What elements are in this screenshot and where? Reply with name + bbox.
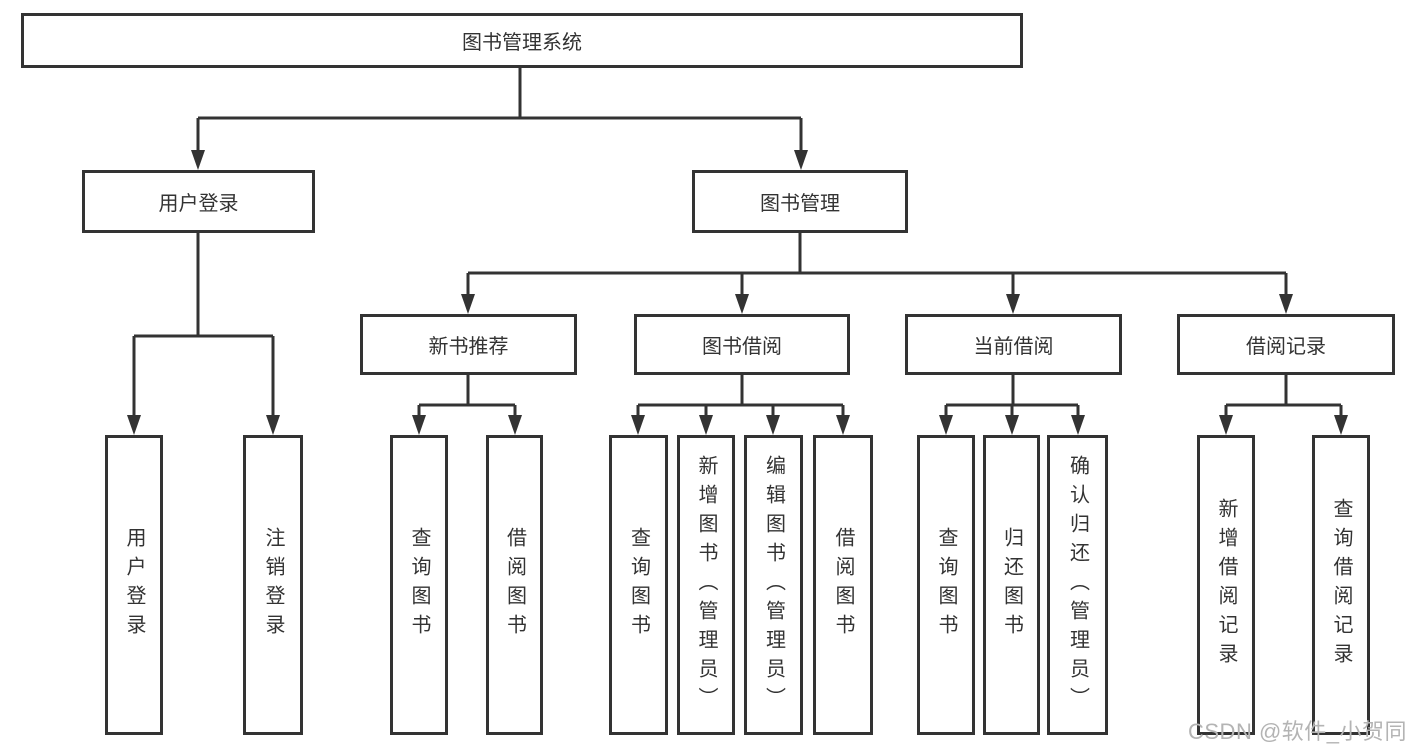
connector-book-borrow-children bbox=[631, 373, 850, 435]
connector-new-book-children bbox=[412, 373, 522, 435]
leaf-confirm-return-admin: 确认归还（管理员） bbox=[1047, 435, 1108, 735]
leaf-logout-login: 注销登录 bbox=[243, 435, 303, 735]
node-label: 图书借阅 bbox=[702, 336, 782, 358]
node-label: 当前借阅 bbox=[973, 336, 1054, 358]
leaf-edit-books-admin: 编辑图书（管理员） bbox=[744, 435, 803, 735]
leaf-label: 查询借阅记录 bbox=[1330, 498, 1352, 672]
node-book-management: 图书管理 bbox=[692, 170, 908, 233]
node-book-borrowing: 图书借阅 bbox=[634, 314, 850, 375]
node-user-login: 用户登录 bbox=[82, 170, 315, 233]
leaf-add-books-admin: 新增图书（管理员） bbox=[677, 435, 735, 735]
leaf-label: 借阅图书 bbox=[832, 527, 854, 643]
connector-current-borrow-children bbox=[939, 373, 1085, 435]
node-label: 用户登录 bbox=[158, 193, 239, 215]
csdn-watermark: CSDN @软件_小贺同学 bbox=[1188, 719, 1405, 744]
leaf-label: 借阅图书 bbox=[503, 527, 526, 643]
leaf-label: 查询图书 bbox=[627, 527, 650, 643]
connector-book-mgmt-to-level3 bbox=[461, 231, 1293, 314]
leaf-query-books-new-book: 查询图书 bbox=[390, 435, 448, 735]
node-borrowing-records: 借阅记录 bbox=[1177, 314, 1395, 375]
connector-user-login-children bbox=[127, 231, 280, 435]
leaf-return-books: 归还图书 bbox=[983, 435, 1040, 735]
node-current-borrowing: 当前借阅 bbox=[905, 314, 1122, 375]
leaf-label: 查询图书 bbox=[935, 527, 957, 643]
leaf-borrow-books-borrowing: 借阅图书 bbox=[813, 435, 873, 735]
leaf-label: 注销登录 bbox=[262, 527, 284, 643]
leaf-label: 新增借阅记录 bbox=[1215, 498, 1237, 672]
leaf-user-login: 用户登录 bbox=[105, 435, 163, 735]
connector-root-to-level2 bbox=[191, 66, 808, 170]
node-new-book-recommend: 新书推荐 bbox=[360, 314, 577, 375]
node-label: 图书管理系统 bbox=[462, 32, 582, 54]
node-label: 借阅记录 bbox=[1246, 336, 1326, 358]
leaf-borrow-books-new-book: 借阅图书 bbox=[486, 435, 543, 735]
leaf-query-borrow-record: 查询借阅记录 bbox=[1312, 435, 1370, 735]
leaf-add-borrow-record: 新增借阅记录 bbox=[1197, 435, 1255, 735]
node-label: 新书推荐 bbox=[428, 336, 509, 358]
leaf-label: 归还图书 bbox=[1000, 527, 1023, 643]
leaf-query-books-borrowing: 查询图书 bbox=[609, 435, 668, 735]
connector-borrow-records-children bbox=[1219, 373, 1348, 435]
node-label: 图书管理 bbox=[760, 193, 840, 215]
node-library-management-system: 图书管理系统 bbox=[21, 13, 1023, 68]
leaf-label: 用户登录 bbox=[123, 527, 145, 643]
leaf-label: 编辑图书（管理员） bbox=[762, 454, 785, 716]
leaf-label: 新增图书（管理员） bbox=[695, 454, 717, 716]
leaf-query-books-current: 查询图书 bbox=[917, 435, 975, 735]
leaf-label: 确认归还（管理员） bbox=[1066, 454, 1089, 716]
leaf-label: 查询图书 bbox=[408, 527, 430, 643]
